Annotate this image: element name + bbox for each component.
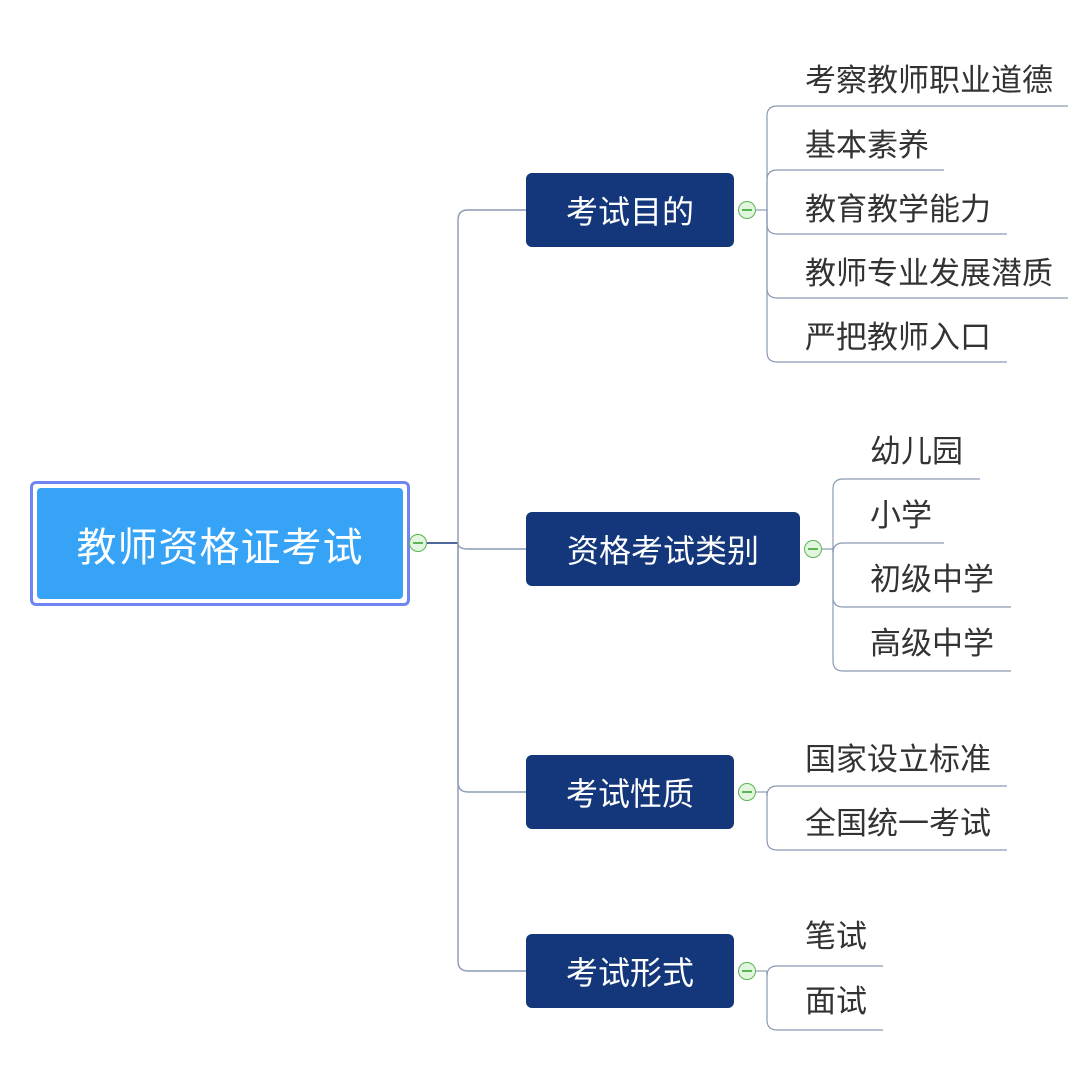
branch-connector	[457, 209, 526, 543]
leaf-connector	[766, 785, 1007, 797]
branch-connector	[457, 543, 526, 972]
collapse-toggle-icon[interactable]	[409, 534, 427, 552]
leaf-connector	[766, 792, 1007, 851]
leaf-connector	[766, 169, 944, 210]
leaf-node[interactable]: 幼儿园	[870, 434, 963, 470]
leaf-connector	[766, 210, 1007, 363]
leaf-connector	[766, 105, 1068, 210]
leaf-node[interactable]: 教师专业发展潜质	[805, 256, 1053, 292]
leaf-node[interactable]: 国家设立标准	[805, 742, 991, 778]
branch-connector	[457, 543, 526, 793]
branch-node-exam-purpose[interactable]: 考试目的	[526, 173, 734, 247]
branch-connector	[457, 542, 526, 550]
branch-label: 考试性质	[565, 775, 694, 813]
branch-label: 考试形式	[565, 954, 694, 992]
collapse-toggle-icon[interactable]	[738, 201, 756, 219]
branch-node-exam-nature[interactable]: 考试性质	[526, 755, 734, 829]
branch-node-qualification-category[interactable]: 资格考试类别	[526, 512, 800, 586]
leaf-connector	[832, 542, 944, 554]
collapse-toggle-icon[interactable]	[738, 783, 756, 801]
leaf-node[interactable]: 笔试	[805, 919, 867, 955]
leaf-node[interactable]: 面试	[805, 984, 867, 1020]
branch-node-exam-form[interactable]: 考试形式	[526, 934, 734, 1008]
leaf-connector	[832, 478, 980, 549]
branch-label: 考试目的	[565, 193, 694, 231]
leaf-node[interactable]: 初级中学	[870, 562, 994, 598]
leaf-connector	[766, 965, 883, 977]
collapse-toggle-icon[interactable]	[738, 962, 756, 980]
leaf-node[interactable]: 小学	[870, 498, 932, 534]
leaf-node[interactable]: 教育教学能力	[805, 192, 991, 228]
branch-label: 资格考试类别	[566, 532, 759, 570]
leaf-node[interactable]: 严把教师入口	[805, 320, 991, 356]
root-node-label: 教师资格证考试	[37, 488, 403, 599]
collapse-toggle-icon[interactable]	[804, 540, 822, 558]
leaf-node[interactable]: 全国统一考试	[805, 806, 991, 842]
leaf-connector	[766, 971, 883, 1031]
leaf-connector	[832, 549, 1011, 672]
root-node[interactable]: 教师资格证考试	[30, 481, 410, 606]
leaf-node[interactable]: 考察教师职业道德	[805, 63, 1053, 99]
leaf-node[interactable]: 基本素养	[805, 128, 929, 164]
leaf-node[interactable]: 高级中学	[870, 626, 994, 662]
